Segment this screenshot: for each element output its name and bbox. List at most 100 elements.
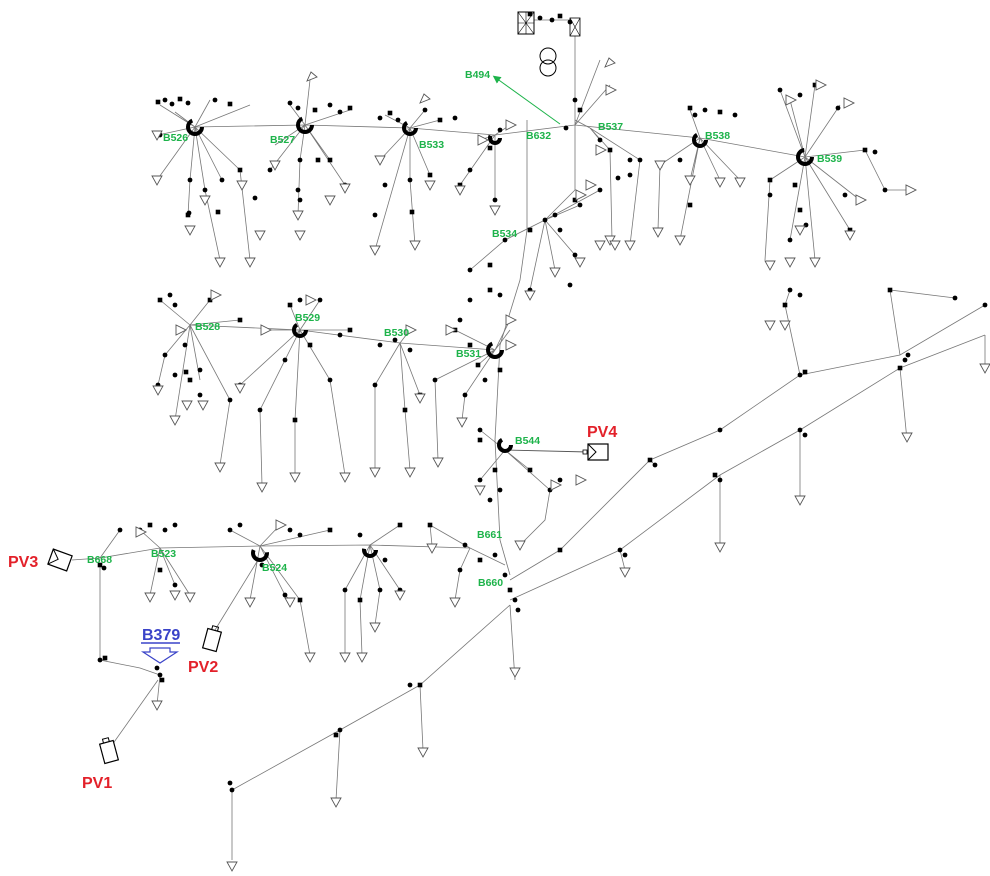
load-triangle-icon — [145, 593, 155, 602]
load-triangle-icon — [844, 98, 854, 108]
bus-node — [423, 108, 428, 113]
bus-node — [316, 158, 321, 163]
bus-node — [688, 106, 693, 111]
bus-node — [578, 203, 583, 208]
bus-node — [564, 126, 569, 131]
bus-node — [558, 548, 563, 553]
bus-node — [888, 288, 893, 293]
bus-node — [493, 553, 498, 558]
bus-node — [188, 378, 193, 383]
pv2-symbol-icon — [203, 625, 223, 652]
bus-node — [102, 566, 107, 571]
bus-node — [373, 213, 378, 218]
label-b523: B523 — [151, 548, 176, 560]
bus-node — [478, 438, 483, 443]
bus-node — [358, 598, 363, 603]
bus-node — [158, 568, 163, 573]
bus-node — [155, 666, 160, 671]
load-triangle-icon — [152, 176, 162, 185]
load-triangle-icon — [307, 72, 317, 81]
bus-node — [163, 353, 168, 358]
bus-node — [693, 113, 698, 118]
load-triangle-icon — [586, 180, 596, 190]
bus-node — [713, 473, 718, 478]
load-triangle-icon — [305, 653, 315, 662]
bus-node — [488, 288, 493, 293]
bus-node — [493, 468, 498, 473]
bus-node — [798, 293, 803, 298]
bus-node — [468, 268, 473, 273]
load-triangle-icon — [200, 196, 210, 205]
bus-node — [298, 198, 303, 203]
load-triangle-icon — [420, 94, 430, 103]
bus-node — [170, 102, 175, 107]
load-triangle-icon — [357, 653, 367, 662]
load-triangle-icon — [306, 295, 316, 305]
bus-node — [678, 158, 683, 163]
bus-node — [718, 478, 723, 483]
load-triangle-icon — [490, 206, 500, 215]
bus-node — [550, 18, 555, 23]
bus-node — [98, 658, 103, 663]
bus-node — [798, 428, 803, 433]
bus-node — [187, 211, 192, 216]
load-triangle-icon — [902, 433, 912, 442]
load-triangle-icon — [450, 598, 460, 607]
bus-node — [803, 370, 808, 375]
branch-lines — [100, 60, 985, 800]
bus-node — [628, 158, 633, 163]
bus-node — [298, 598, 303, 603]
label-b660: B660 — [478, 577, 503, 589]
bus-node — [953, 296, 958, 301]
label-b494: B494 — [465, 69, 490, 81]
load-triangle-icon — [606, 85, 616, 95]
pv1-label: PV1 — [82, 775, 112, 792]
bus-node — [183, 343, 188, 348]
load-triangle-icon — [655, 161, 665, 170]
bus-node — [288, 101, 293, 106]
label-b534: B534 — [492, 228, 517, 240]
bus-node — [358, 533, 363, 538]
pv4-label: PV4 — [587, 424, 617, 441]
bus-node — [403, 408, 408, 413]
label-b528: B528 — [195, 321, 220, 333]
bus-node — [476, 363, 481, 368]
load-triangle-icon — [285, 598, 295, 607]
load-triangle-icon — [331, 798, 341, 807]
bus-node — [463, 543, 468, 548]
bus-node — [528, 12, 533, 17]
load-triangle-icon — [795, 496, 805, 505]
label-b539: B539 — [817, 153, 842, 165]
b379-label: B379 — [142, 627, 180, 644]
load-triangle-icon — [370, 246, 380, 255]
bus-node — [798, 93, 803, 98]
load-triangle-icon — [610, 241, 620, 250]
bus-node — [733, 113, 738, 118]
bus-node — [648, 458, 653, 463]
bus-node — [598, 138, 603, 143]
bus-node — [836, 106, 841, 111]
bus-node — [328, 378, 333, 383]
bus-node — [498, 368, 503, 373]
bus-node — [296, 106, 301, 111]
bus-node — [298, 533, 303, 538]
bus-node — [228, 781, 233, 786]
bus-node — [228, 398, 233, 403]
bus-node — [408, 348, 413, 353]
label-b529: B529 — [295, 312, 320, 324]
bus-node — [238, 523, 243, 528]
bus-node — [160, 678, 165, 683]
bus-node — [558, 228, 563, 233]
bus-node — [383, 183, 388, 188]
label-b538: B538 — [705, 130, 730, 142]
bus-node — [653, 463, 658, 468]
bus-node — [508, 588, 513, 593]
bus-node — [623, 553, 628, 558]
bus-node — [428, 173, 433, 178]
label-b632: B632 — [526, 130, 551, 142]
load-triangle-icon — [405, 468, 415, 477]
bus-node — [238, 318, 243, 323]
pv4-symbol-icon — [583, 444, 608, 460]
load-triangle-icon — [185, 226, 195, 235]
bus-node — [528, 468, 533, 473]
